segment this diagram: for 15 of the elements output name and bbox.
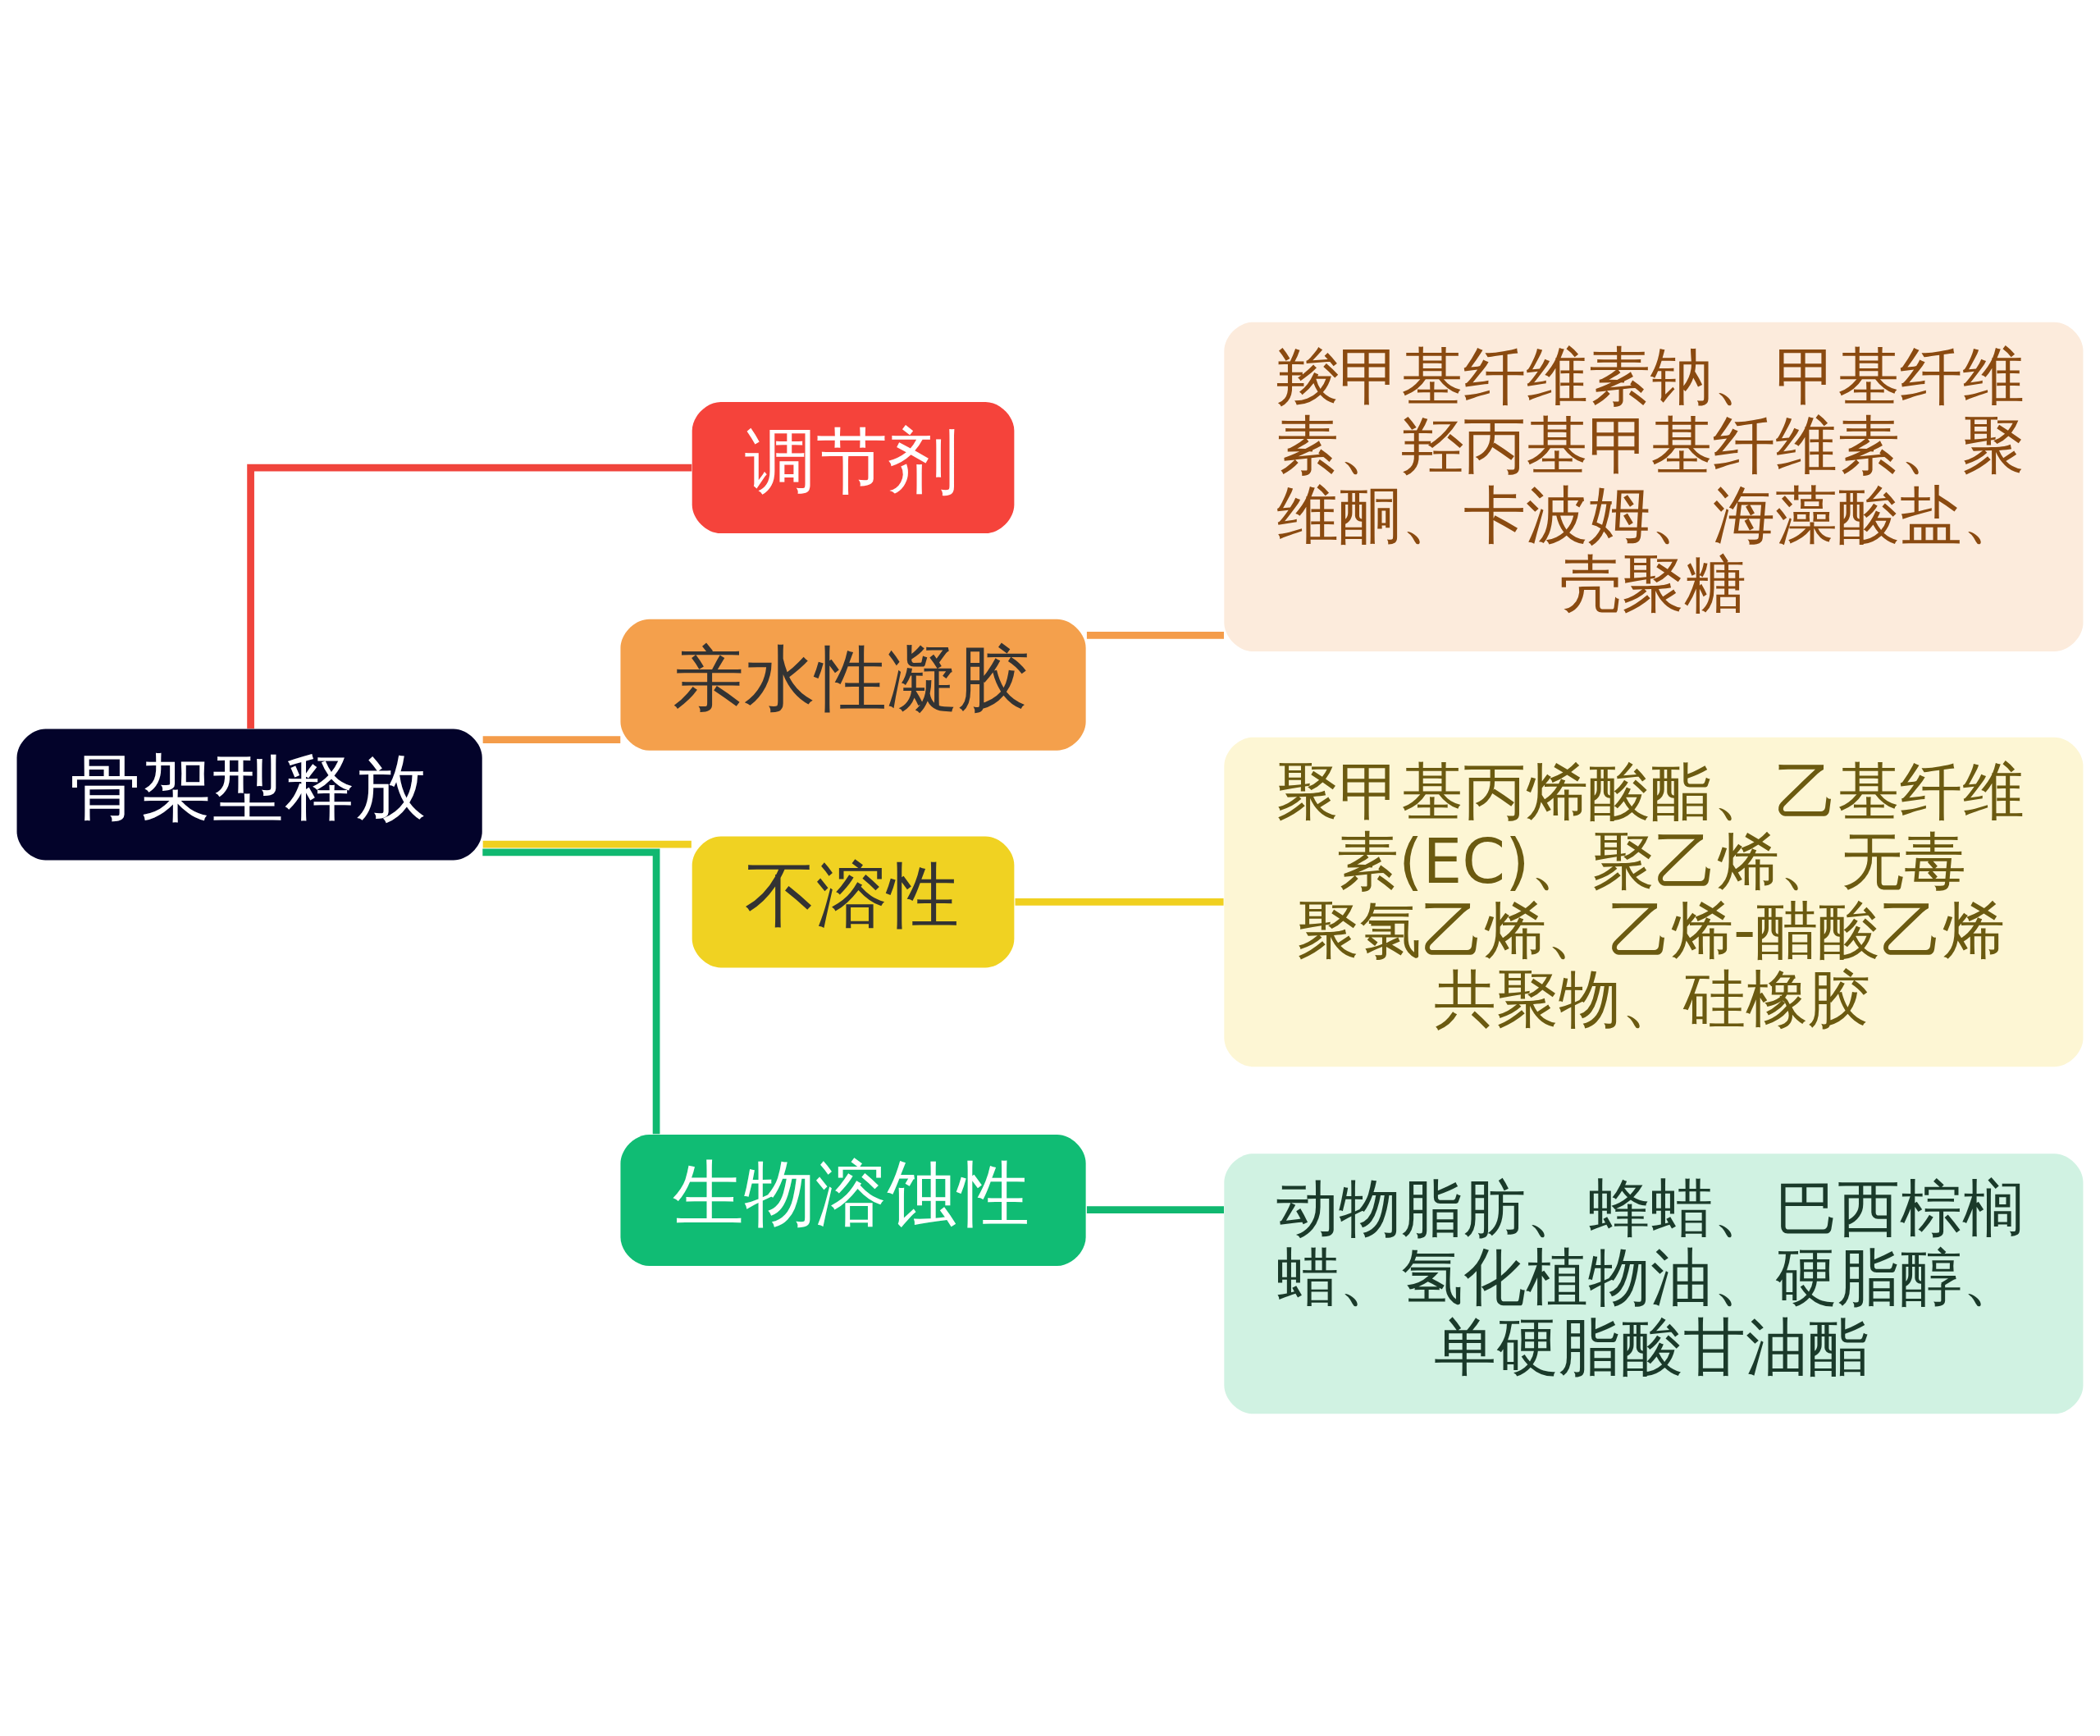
node-box: 不溶性 <box>692 836 1015 968</box>
node-box: 调节剂 <box>692 402 1015 534</box>
connector <box>482 848 660 1135</box>
node-box: 羧甲基纤维素钠、甲基纤维素、羟丙基甲基纤维素、聚维酮、卡波姆、海藻酸盐、壳聚糖 <box>1224 322 2084 652</box>
node-box: 亲水性凝胶 <box>620 619 1086 751</box>
connector <box>1086 1206 1224 1214</box>
connector <box>1015 898 1224 906</box>
node-box: 聚甲基丙烯酸酯、乙基纤维素(EC)、聚乙烯、无毒聚氯乙烯、乙烯-醋酸乙烯共聚物、硅橡胶 <box>1224 737 2084 1067</box>
node-box: 骨架型释放 <box>16 729 482 861</box>
node-box: 生物溶蚀性 <box>620 1135 1086 1267</box>
node-box: 动物脂肪、蜂蜡、巴西棕榈蜡、氢化植物油、硬脂醇、单硬脂酸甘油酯 <box>1224 1154 2084 1414</box>
connector <box>1086 632 1224 639</box>
connector <box>482 840 692 848</box>
connector <box>482 736 621 744</box>
connector <box>247 464 692 729</box>
